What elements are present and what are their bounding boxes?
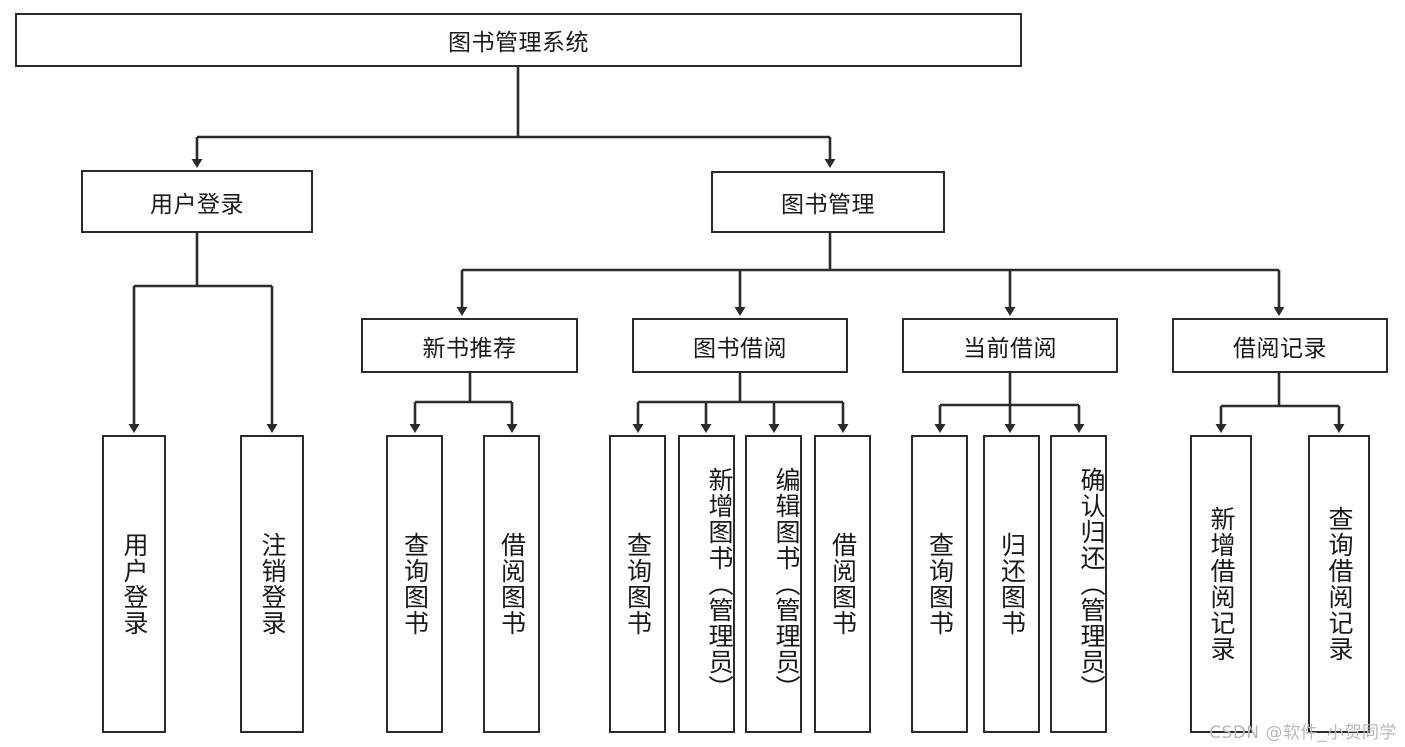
node-root-label: 图书管理系统 (448, 30, 589, 56)
node-book-management-label: 图书管理 (781, 192, 875, 218)
leaf-label: 编辑图书（管理员） (772, 467, 801, 701)
node-new-book-recommend-label: 新书推荐 (422, 335, 517, 362)
leaf-query-book-recommend[interactable]: 查询图书 (386, 435, 443, 733)
node-current-borrow[interactable]: 当前借阅 (902, 318, 1118, 373)
node-borrow-record[interactable]: 借阅记录 (1172, 318, 1388, 373)
leaf-add-book-admin[interactable]: 新增图书（管理员） (678, 435, 735, 733)
leaf-label: 新增图书（管理员） (705, 467, 734, 701)
leaf-confirm-return-admin[interactable]: 确认归还（管理员） (1050, 435, 1107, 733)
leaf-add-borrow-record[interactable]: 新增借阅记录 (1190, 435, 1252, 733)
leaf-user-login[interactable]: 用户登录 (102, 435, 166, 733)
leaf-label: 查询图书 (623, 532, 653, 636)
leaf-edit-book-admin[interactable]: 编辑图书（管理员） (745, 435, 802, 733)
leaf-label: 确认归还（管理员） (1077, 467, 1106, 701)
leaf-label: 新增借阅记录 (1207, 506, 1236, 662)
leaf-label: 借阅图书 (497, 532, 527, 636)
node-book-borrow[interactable]: 图书借阅 (632, 318, 848, 373)
leaf-label: 查询图书 (400, 532, 430, 636)
node-user-login-label: 用户登录 (150, 191, 244, 218)
leaf-label: 归还图书 (997, 532, 1027, 636)
leaf-label: 借阅图书 (828, 532, 858, 636)
leaf-label: 查询图书 (925, 532, 955, 636)
node-new-book-recommend[interactable]: 新书推荐 (361, 318, 578, 373)
leaf-return-book[interactable]: 归还图书 (983, 435, 1040, 733)
leaf-query-book-current[interactable]: 查询图书 (911, 435, 968, 733)
leaf-borrow-book[interactable]: 借阅图书 (814, 435, 871, 733)
watermark-text: CSDN @软件_小贺同学 (1209, 723, 1397, 743)
leaf-label: 用户登录 (120, 532, 149, 636)
leaf-label: 查询借阅记录 (1325, 506, 1354, 662)
leaf-query-book-borrow[interactable]: 查询图书 (609, 435, 666, 733)
node-root[interactable]: 图书管理系统 (15, 13, 1022, 67)
leaf-borrow-book-recommend[interactable]: 借阅图书 (483, 435, 540, 733)
node-user-login[interactable]: 用户登录 (81, 170, 313, 233)
node-book-borrow-label: 图书借阅 (693, 335, 787, 362)
leaf-logout[interactable]: 注销登录 (240, 435, 304, 733)
node-book-management[interactable]: 图书管理 (711, 171, 945, 233)
leaf-query-borrow-record[interactable]: 查询借阅记录 (1308, 435, 1370, 733)
node-borrow-record-label: 借阅记录 (1233, 335, 1327, 362)
leaf-label: 注销登录 (258, 532, 287, 636)
node-current-borrow-label: 当前借阅 (963, 335, 1057, 362)
